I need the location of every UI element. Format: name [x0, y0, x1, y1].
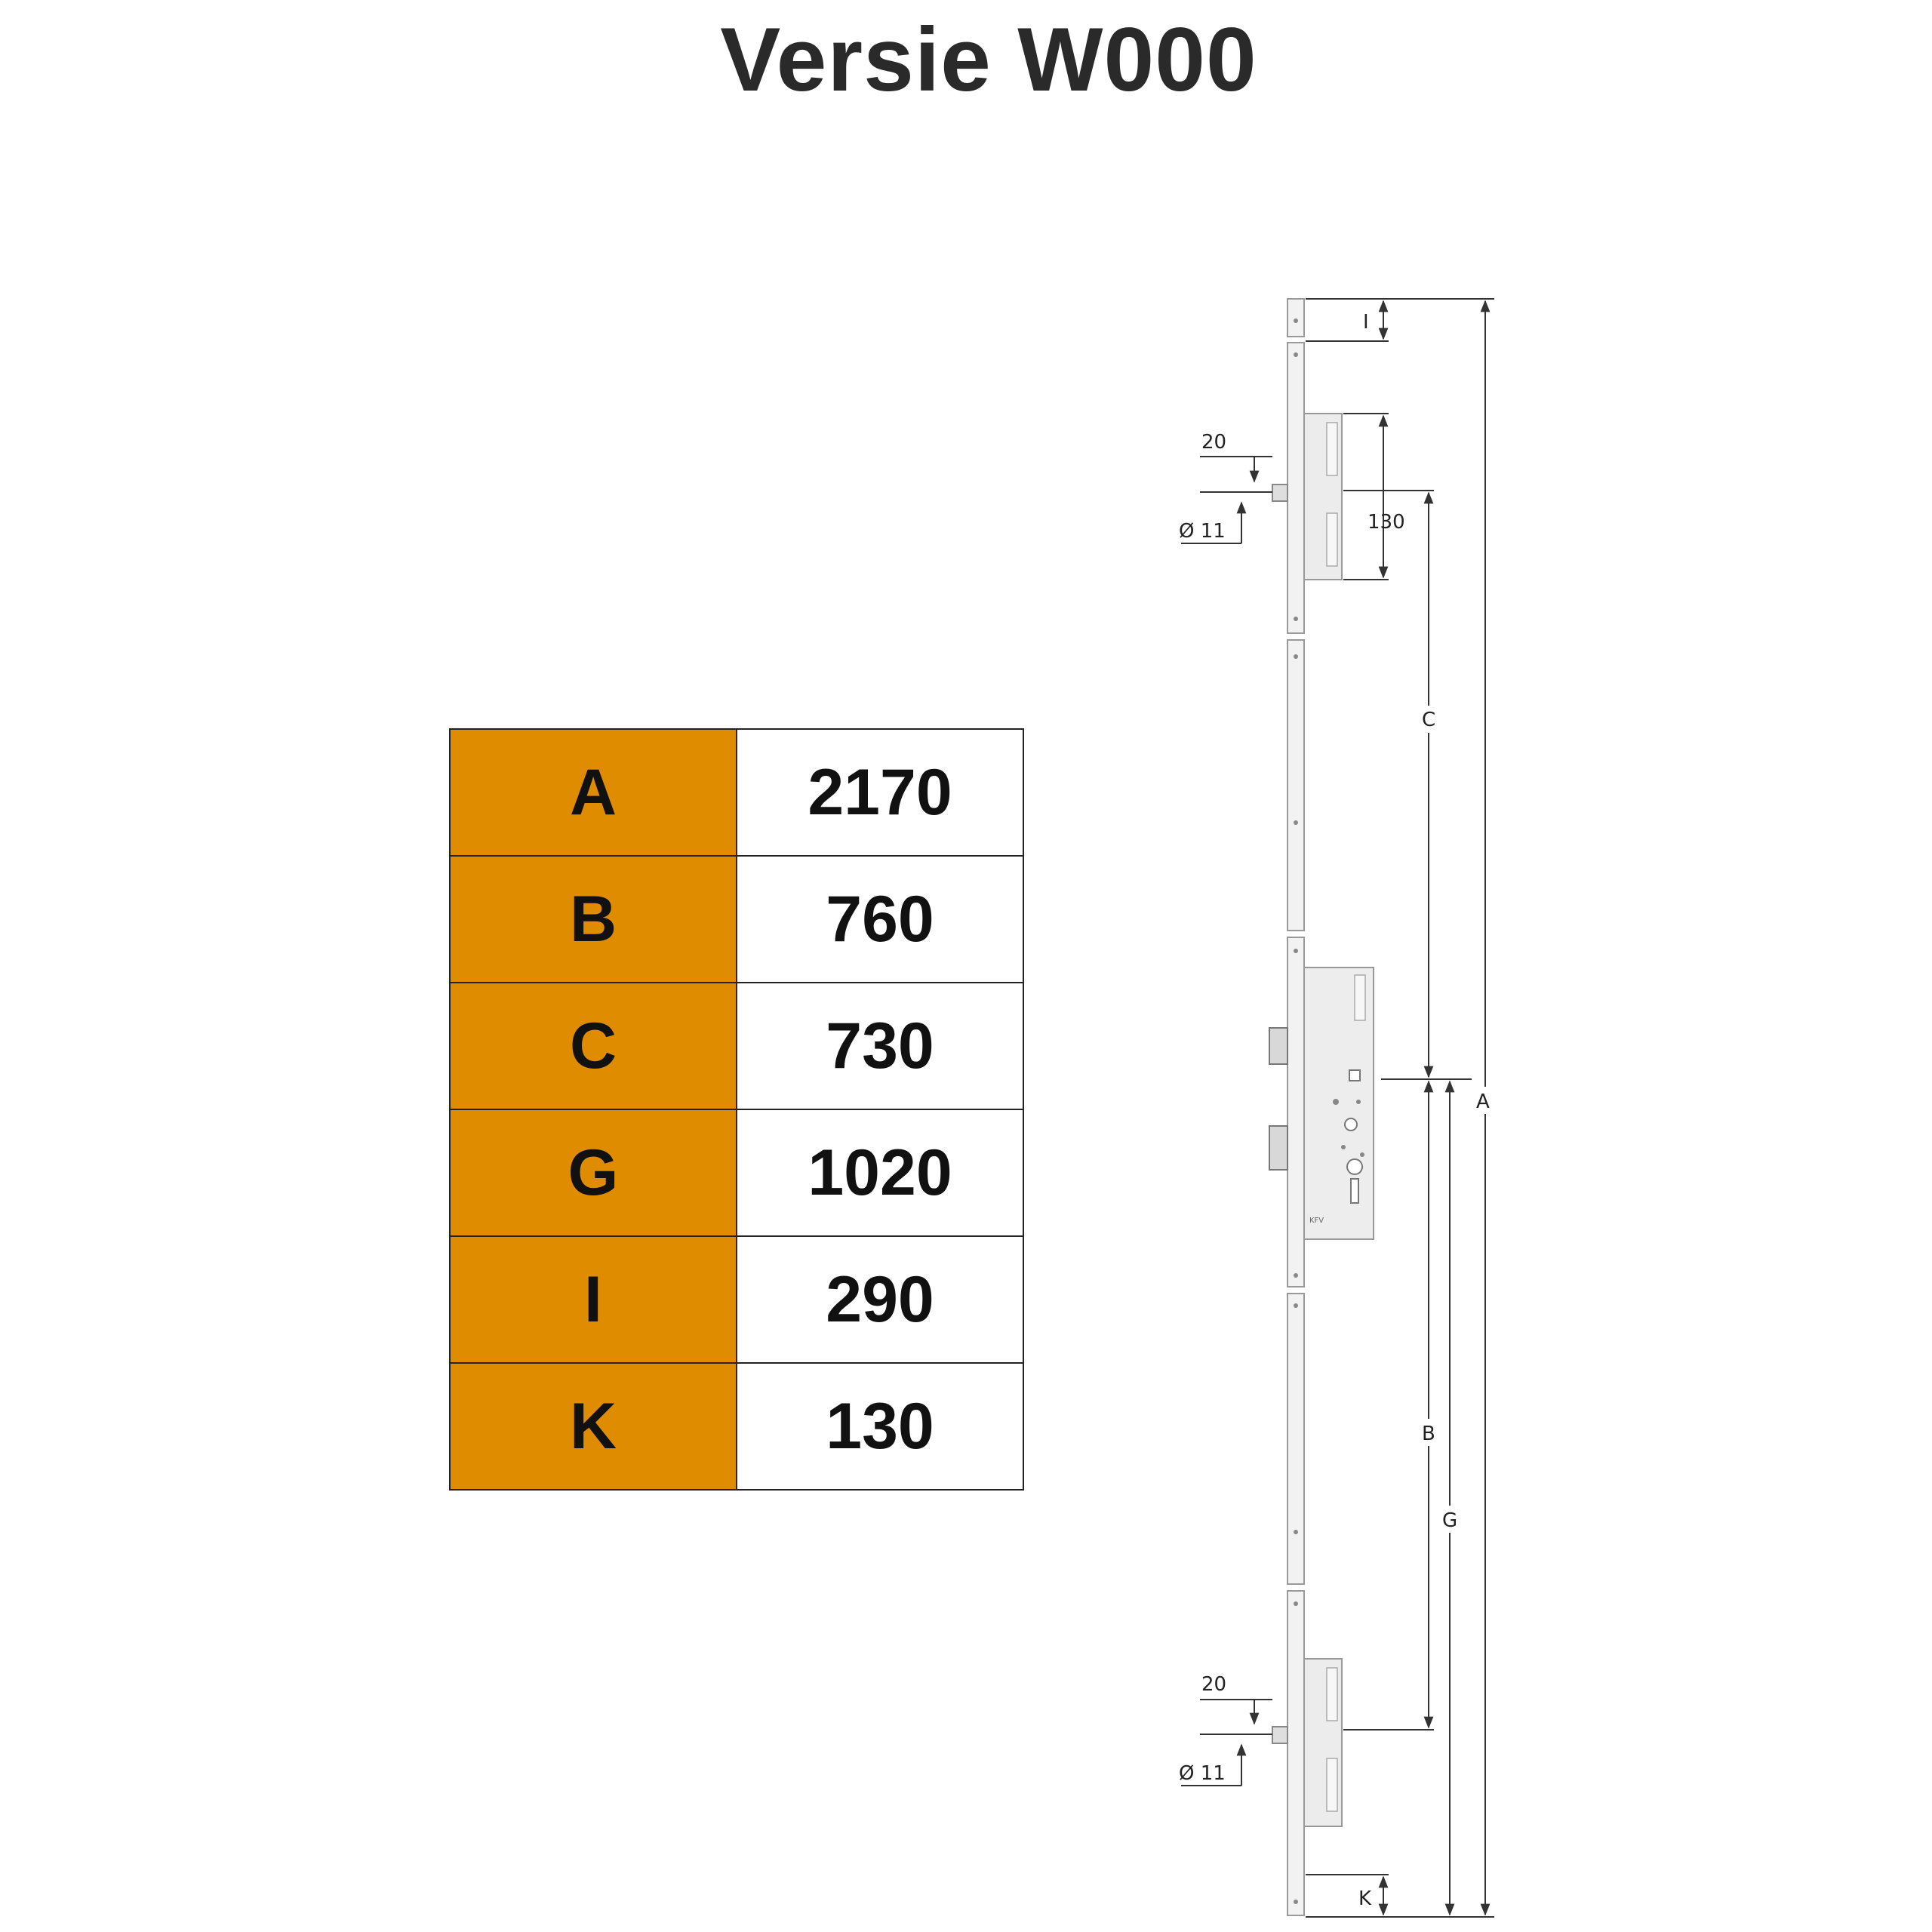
dimension-value-cell: 130 [736, 1362, 1024, 1491]
dimension-value-cell: 1020 [736, 1109, 1024, 1237]
dimension-key-cell: C [449, 982, 737, 1110]
dim-label-k: K [1358, 1887, 1372, 1910]
dim-label-130: 130 [1367, 511, 1405, 534]
dim-label-top-pin-width: 20 [1201, 431, 1226, 454]
locking-pin [1272, 484, 1288, 502]
table-row: G 1020 [449, 1109, 1024, 1237]
cylinder-cutout [1346, 1158, 1364, 1204]
dim-label-bottom-pin-width: 20 [1201, 1673, 1226, 1696]
dimension-key-cell: B [449, 855, 737, 983]
dead-bolt [1269, 1125, 1288, 1171]
dimension-value-cell: 290 [736, 1235, 1024, 1364]
latch-bolt [1269, 1027, 1288, 1065]
dimension-value-cell: 2170 [736, 728, 1024, 857]
page-title: Versie W000 [720, 9, 1257, 110]
dim-label-i: I [1363, 311, 1369, 334]
dim-label-a: A [1476, 1091, 1490, 1113]
main-lock-case: KFV [1269, 967, 1374, 1240]
dim-label-b: B [1422, 1423, 1435, 1445]
dim-label-g: G [1442, 1509, 1457, 1532]
spindle-hole [1349, 1069, 1361, 1081]
table-row: K 130 [449, 1362, 1024, 1491]
table-row: I 290 [449, 1235, 1024, 1364]
dimension-value-cell: 730 [736, 982, 1024, 1110]
screw-holes [1294, 318, 1298, 1904]
table-row: B 760 [449, 855, 1024, 983]
table-row: A 2170 [449, 728, 1024, 857]
extension-lines [1306, 298, 1494, 1918]
faceplate [1287, 298, 1305, 1916]
locking-pin [1272, 1726, 1288, 1744]
dim-label-bottom-pin-diameter: Ø 11 [1179, 1762, 1226, 1785]
dimension-lines [1181, 300, 1491, 1916]
dimension-key-cell: K [449, 1362, 737, 1491]
dimension-key-cell: A [449, 728, 737, 857]
top-keeper [1272, 413, 1343, 580]
dimension-key-cell: G [449, 1109, 737, 1237]
lock-brand-mark: KFV [1309, 1217, 1324, 1225]
dim-label-c: C [1422, 709, 1435, 731]
bottom-keeper [1272, 1658, 1343, 1827]
dimension-value-cell: 760 [736, 855, 1024, 983]
dimension-table: A 2170 B 760 C 730 G 1020 I 290 K 130 [449, 728, 1024, 1491]
table-row: C 730 [449, 982, 1024, 1110]
dim-label-top-pin-diameter: Ø 11 [1179, 520, 1226, 543]
dimension-key-cell: I [449, 1235, 737, 1364]
dimension-labels: I 130 C A B G K 20 Ø 11 20 Ø 11 [1179, 308, 1497, 1910]
